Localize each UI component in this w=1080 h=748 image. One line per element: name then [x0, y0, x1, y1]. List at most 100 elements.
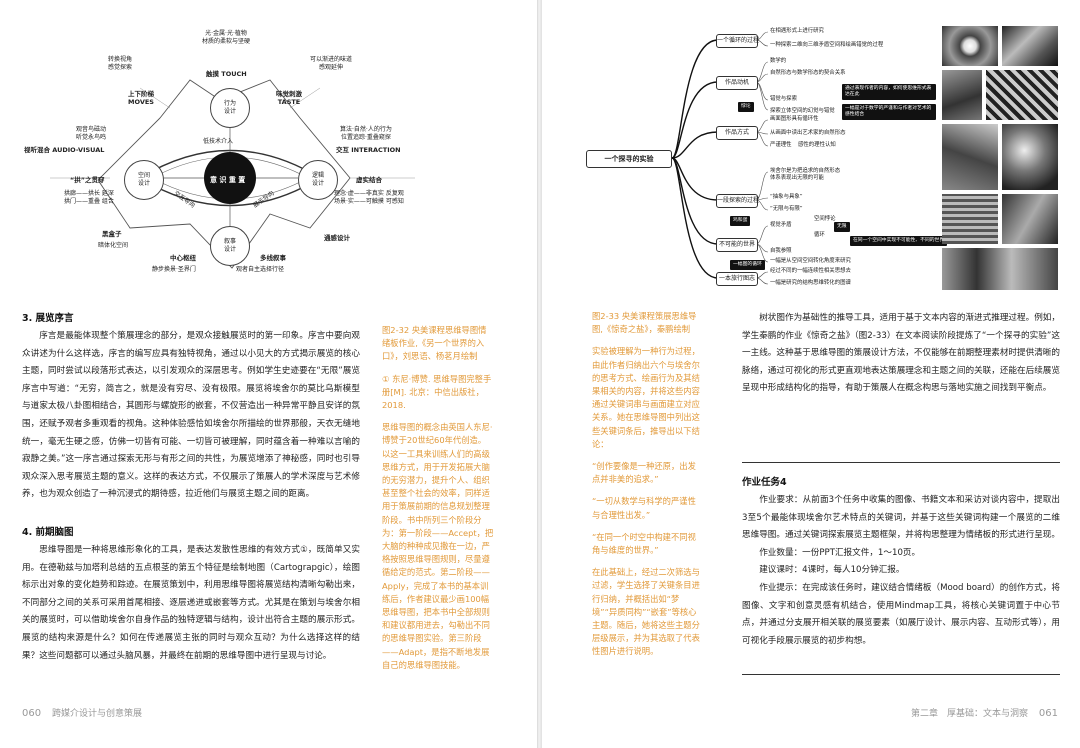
virtual-sub: 理念·虚——非真实 反复观 场景·实——可触摸 可感知 [334, 190, 404, 205]
leaf-node: 空间悖论 [814, 216, 836, 222]
sidenote-quote: “在同一个时空中构建不同视角与维度的世界。” [592, 531, 696, 556]
left-margin-notes: 图2-32 央美课程思维导图情绪板作业,《另一个世界的入口》，刘思语、杨茗月绘制… [382, 324, 494, 681]
nested-label: “拱”之贯穿 [70, 176, 105, 184]
nested-sub: 拱廊——拱长 延深 拱门——重叠 组合 [64, 190, 114, 205]
folio-right: 第二章 厚基础：文本与洞察 061 [911, 706, 1058, 719]
figure-caption-2-33: 图2-33 央美课程策展思维导图,《惊奇之盐》，秦鹏绘制 [592, 311, 697, 335]
node-narrative-design: 叙事 设计 [210, 226, 250, 266]
audio-sub: 观音鸟磁动 听觉永鸟鸣 [76, 126, 107, 141]
interaction-label: 交互 INTERACTION [336, 146, 401, 154]
paragraph: 序言是最能体现整个策展理念的部分，是观众接触展览时的第一印象。序言中要向观众讲述… [22, 331, 360, 500]
leaf-node-dark: 悖论 [738, 102, 754, 112]
task-heading: 作业任务4 [742, 477, 787, 488]
audio-label: 视听混合 AUDIO-VISUAL [24, 146, 105, 154]
virtual-label: 虚实结合 [356, 176, 382, 184]
blackbox-sub: 暗体化空间 [98, 242, 129, 249]
moves-sub: 转换视角 感觉探索 [108, 56, 133, 71]
paragraph: 作业要求：从前面3个任务中收集的图像、书籍文本和采访对谈内容中，提取出3至5个最… [742, 495, 1060, 541]
multiline-sub: 观者自主选择行径 [236, 266, 285, 273]
sidenote-quote: “创作要像是一种还原，出发点并非美的追求。” [592, 461, 696, 485]
touch-sub: 光·金属·光·植物 材质的柔软与坚硬 [202, 30, 251, 45]
leaf-node: 数学的 [770, 58, 787, 64]
leaf-node: 自我参照 [770, 248, 792, 254]
channel-label: 通感设计 [324, 234, 350, 242]
branch-node: 一本旅行图志 [716, 272, 758, 286]
section-4-heading: 4. 前期脑图 [22, 527, 74, 538]
thumbnail-image [942, 194, 998, 244]
thumbnail-image [942, 248, 1058, 290]
right-body: 树状图作为基础性的推导工具，适用于基于文本内容的渐进式推理过程。例如，学生秦鹏的… [742, 310, 1060, 398]
center-label: 意 识 重 置 [210, 176, 246, 184]
taste-label: 味觉刺激 TASTE [276, 90, 302, 106]
leaf-node: 从画面中读出艺术家的自然形态 [770, 130, 846, 136]
section-4-body: 思维导图是一种将思维形象化的工具，是表达发散性思维的有效方式①，既简单又实用。在… [22, 542, 360, 665]
sidenote-quote: “一切从数学与科学的严谨性与合理性出发。” [592, 496, 696, 520]
thumbnail-sphere-image [1002, 124, 1058, 190]
branch-node: 一个循环的过程 [716, 34, 759, 48]
thumbnail-image [942, 124, 998, 190]
thumbnail-eye-image [942, 26, 998, 66]
page-number: 061 [1038, 708, 1058, 719]
section-3-body: 序言是最能体现整个策展理念的部分，是观众接触展览时的第一印象。序言中要向观众讲述… [22, 328, 360, 504]
root-node: 一个探寻的实验 [586, 150, 672, 168]
tree-lines [671, 31, 769, 285]
hub-label: 中心枢纽 [170, 254, 196, 262]
leaf-node: “无限与有限” [770, 206, 803, 212]
figure-caption-2-32: 图2-32 央美课程思维导图情绪板作业,《另一个世界的入口》，刘思语、杨茗月绘制 [382, 325, 487, 362]
branch-node: 作品动机 [716, 76, 758, 90]
touch-label: 触摸 TOUCH [206, 70, 247, 78]
task-box-bottom-rule [742, 674, 1060, 675]
taste-sub: 可以渐进的味道 感观延伸 [310, 56, 353, 71]
mindmap-figure-2-33: 一个探寻的实验 一个循环的过程 作品动机 作品方式 一段探索的过程 不可能的世界… [582, 22, 1072, 294]
leaf-node-dark: 无限 [834, 222, 850, 232]
thumbnail-image [1002, 194, 1058, 244]
blackbox-label: 黑盒子 [102, 230, 122, 238]
sidenote-mindmap: 思维导图的概念由英国人东尼·博赞于20世纪60年代创造。以这一工具来训练人们的高… [382, 422, 494, 670]
leaf-node: 感性的理性认知 [798, 142, 836, 148]
leaf-node: “抽象与具象” [770, 194, 803, 200]
leaf-node: 自然形态与数学形态的契合关系 [770, 70, 846, 76]
thumbnail-image [1002, 26, 1058, 66]
leaf-node: 探索立体空间的幻觉与错觉 [770, 108, 835, 114]
branch-node: 作品方式 [716, 126, 758, 140]
leaf-node: 一幅是从空间空间转化角度来研究 [770, 258, 851, 264]
node-logic-design: 逻辑 设计 [298, 160, 338, 200]
mindmap-figure-2-32: 低技术介入 意 识 重 置 交互导向 展示导向 行为 设计 空间 设计 逻辑 设… [20, 28, 440, 290]
leaf-node: 严谨理性 [770, 142, 792, 148]
paragraph: 树状图作为基础性的推导工具，适用于基于文本内容的渐进式推理过程。例如，学生秦鹏的… [742, 313, 1060, 394]
leaf-node: 画面图形具有循环性 [770, 116, 819, 122]
leaf-node-dark: 在同一个空间中实现不可能性、不同的世界 [850, 236, 948, 246]
leaf-node: 一种探索二维向三维矛盾空间和绘画错觉的过程 [770, 42, 884, 48]
sidenote: 在此基础上，经过二次筛选与过滤，学生选择了关键条目进行归纳，并概括出如“梦境”“… [592, 567, 700, 657]
task-body: 作业要求：从前面3个任务中收集的图像、书籍文本和采访对谈内容中，提取出3至5个最… [742, 492, 1060, 650]
node-behavior-design: 行为 设计 [210, 88, 250, 128]
sidenote: 实验被理解为一种行为过程，由此作者归纳出六个与埃舍尔的思考方式、绘画行为及其结果… [592, 346, 700, 449]
leaf-node: 循环 [814, 232, 825, 238]
hub-sub: 静步换景·圣界门 [152, 266, 196, 273]
chapter-title: 第二章 厚基础：文本与洞察 [911, 709, 1029, 719]
task-box-top-rule [742, 462, 1060, 463]
leaf-node: 视觉矛盾 [770, 222, 792, 228]
footnote: ① 东尼·博赞. 思维导图完整手册[M]. 北京：中信出版社，2018. [382, 373, 492, 411]
paragraph: 思维导图是一种将思维形象化的工具，是表达发散性思维的有效方式①，既简单又实用。在… [22, 545, 360, 661]
thumbnail-image [986, 70, 1058, 120]
leaf-node-dark: 通过表现作者的内容，如何使思维形式表达在此 [842, 84, 936, 100]
moves-label: 上下阶梯 MOVES [128, 90, 154, 106]
page-number: 060 [22, 708, 42, 719]
paragraph: 作业数量：一份PPT汇报文件，1～10页。 [759, 547, 921, 558]
leaf-node-dark: 一幅图的循环 [730, 260, 765, 270]
section-3-heading: 3. 展览序言 [22, 313, 74, 324]
right-margin-notes: 图2-33 央美课程策展思维导图,《惊奇之盐》，秦鹏绘制 实验被理解为一种行为过… [592, 310, 702, 668]
leaf-node: 一幅是研究的结构思维转化的图谱 [770, 280, 851, 286]
book-title: 跨媒介设计与创意策展 [51, 709, 142, 719]
thumbnail-image [942, 70, 982, 120]
interaction-sub: 算法·自然·人的行为 位置追踪·重叠窥探 [340, 126, 392, 141]
paragraph: 作业提示：在完成该任务时，建议结合情绪板（Mood board）的创作方式，将图… [742, 582, 1060, 646]
multiline-label: 多线叙事 [260, 254, 286, 262]
left-page: 低技术介入 意 识 重 置 交互导向 展示导向 行为 设计 空间 设计 逻辑 设… [0, 0, 537, 748]
paragraph: 建议课时：4课时，每人10分钟汇报。 [759, 565, 905, 576]
branch-node: 一段探索的过程 [716, 194, 759, 208]
book-gutter [537, 0, 542, 748]
leaf-node: 在相遇形式上进行研究 [770, 28, 824, 34]
mindmap-lines [50, 79, 415, 269]
